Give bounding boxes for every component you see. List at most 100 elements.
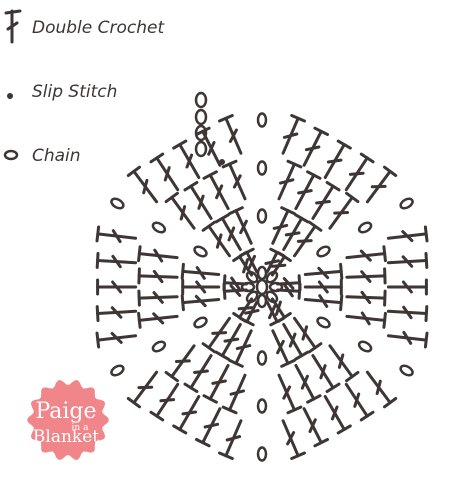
double-crochet-stitch-icon — [303, 278, 343, 296]
double-crochet-stitch-icon — [282, 213, 310, 251]
center-ring-chain-icon — [245, 270, 259, 284]
center-ring-chain-icon — [268, 281, 284, 293]
double-crochet-stitch-icon — [164, 191, 196, 230]
double-crochet-stitch-icon — [183, 354, 213, 393]
double-crochet-stitch-icon — [149, 382, 180, 422]
double-crochet-stitch-icon — [202, 363, 230, 404]
double-crochet-stitch-icon — [293, 316, 323, 354]
double-crochet-stitch-icon — [149, 152, 180, 192]
double-crochet-stitch-icon — [221, 373, 247, 415]
double-crochet-stitch-icon — [345, 267, 387, 285]
logo-text-paige: Paige — [35, 399, 96, 424]
double-crochet-stitch-icon — [302, 126, 329, 167]
double-crochet-stitch-icon — [95, 331, 138, 349]
double-crochet-stitch-icon — [294, 170, 322, 211]
double-crochet-stitch-icon — [386, 330, 429, 349]
corner-chain-icon — [110, 364, 125, 377]
corner-chain-icon — [256, 160, 268, 176]
double-crochet-stitch-icon — [345, 245, 387, 263]
double-crochet-stitch-icon — [270, 251, 292, 277]
double-crochet-stitch-icon — [183, 181, 213, 220]
corner-chain-icon — [357, 221, 373, 234]
double-crochet-stitch-icon — [214, 213, 242, 251]
double-crochet-stitch-icon — [386, 278, 428, 296]
double-crochet-stitch-icon — [311, 354, 341, 393]
starting-chain-icon — [194, 91, 208, 109]
double-crochet-stitch-icon — [222, 274, 248, 292]
double-crochet-stitch-icon — [386, 225, 429, 243]
double-crochet-stitch-icon — [303, 262, 344, 280]
corner-chain-icon — [110, 197, 125, 210]
starting-chain-icon — [194, 140, 208, 158]
double-crochet-stitch-icon — [281, 114, 306, 155]
double-crochet-stitch-icon — [386, 252, 429, 269]
double-crochet-stitch-icon — [328, 344, 360, 383]
corner-chain-icon — [256, 398, 268, 414]
logo-text-blanket: Blanket — [33, 427, 99, 447]
double-crochet-stitch-icon — [277, 373, 303, 415]
double-crochet-stitch-icon — [344, 382, 375, 422]
double-crochet-stitch-icon — [137, 245, 179, 263]
corner-chain-icon — [399, 197, 414, 210]
double-crochet-symbol-icon — [4, 9, 22, 44]
slip-stitch-symbol-icon — [7, 93, 13, 99]
double-crochet-stitch-icon — [311, 181, 341, 220]
double-crochet-stitch-icon — [126, 165, 159, 204]
legend-double-crochet-label: Double Crochet — [32, 18, 165, 38]
double-crochet-stitch-icon — [214, 323, 242, 361]
double-crochet-stitch-icon — [228, 206, 253, 245]
double-crochet-stitch-icon — [345, 289, 387, 307]
corner-chain-icon — [357, 340, 373, 353]
double-crochet-stitch-icon — [96, 278, 138, 296]
double-crochet-stitch-icon — [303, 294, 344, 312]
double-crochet-stitch-icon — [294, 363, 322, 404]
double-crochet-stitch-icon — [126, 370, 159, 409]
double-crochet-stitch-icon — [271, 329, 296, 368]
corner-chain-icon — [256, 112, 268, 128]
double-crochet-stitch-icon — [201, 220, 231, 258]
corner-chain-icon — [256, 446, 268, 462]
center-ring-chain-icon — [256, 265, 268, 281]
starting-chain-icon — [194, 108, 208, 126]
corner-chain-icon — [193, 316, 208, 329]
double-crochet-stitch-icon — [218, 114, 243, 155]
corner-chain-icon — [193, 245, 208, 258]
center-chain-icon — [255, 278, 269, 296]
corner-chain-icon — [316, 316, 331, 329]
double-crochet-stitch-icon — [172, 139, 201, 179]
legend-slip-stitch-label: Slip Stitch — [32, 82, 117, 102]
double-crochet-stitch-icon — [265, 300, 285, 327]
double-crochet-stitch-icon — [302, 407, 329, 448]
double-crochet-stitch-icon — [137, 267, 179, 285]
double-crochet-stitch-icon — [386, 305, 429, 322]
double-crochet-stitch-icon — [365, 165, 398, 204]
logo-text-in-a: in a — [72, 423, 90, 433]
double-crochet-stitch-icon — [218, 419, 243, 460]
double-crochet-stitch-icon — [137, 289, 179, 307]
double-crochet-stitch-icon — [172, 395, 201, 435]
center-ring-chain-icon — [240, 281, 256, 293]
legend-chain-label: Chain — [32, 146, 81, 166]
double-crochet-stitch-icon — [345, 311, 387, 329]
double-crochet-stitch-icon — [323, 139, 352, 179]
double-crochet-stitch-icon — [164, 344, 196, 383]
legend: Double Crochet Slip Stitch Chain — [3, 9, 165, 166]
center-ring-chain-icon — [245, 290, 259, 304]
double-crochet-stitch-icon — [95, 305, 138, 322]
slip-stitch-icon — [219, 159, 225, 165]
double-crochet-stitch-icon — [181, 278, 221, 296]
center-ring-chain-icon — [265, 290, 279, 304]
corner-chain-icon — [316, 245, 331, 258]
double-crochet-stitch-icon — [95, 252, 138, 269]
double-crochet-stitch-icon — [328, 191, 360, 230]
double-crochet-stitch-icon — [277, 159, 303, 201]
double-crochet-stitch-icon — [95, 225, 138, 244]
double-crochet-stitch-icon — [293, 220, 323, 258]
double-crochet-stitch-icon — [228, 329, 253, 368]
center-ring-chain-icon — [265, 270, 279, 284]
corner-chain-icon — [256, 208, 268, 224]
double-crochet-stitch-icon — [282, 323, 310, 361]
double-crochet-stitch-icon — [323, 395, 352, 435]
starting-chain-icon — [194, 124, 208, 142]
chain-symbol-icon — [3, 149, 19, 161]
